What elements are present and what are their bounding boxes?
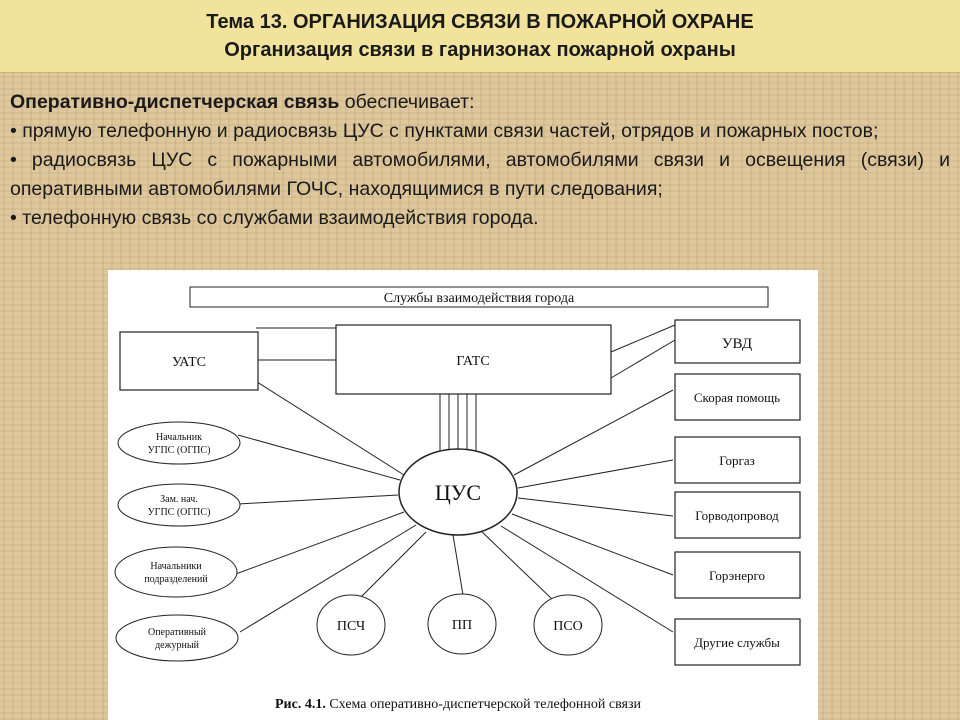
spoke-ellipse-3	[232, 511, 405, 576]
slide-body: Оперативно-диспетчерская связь обеспечив…	[10, 88, 950, 233]
ellipse-duty-officer-line1: Оперативный	[148, 627, 207, 638]
circle-psch	[316, 594, 386, 656]
spoke-water	[517, 497, 674, 517]
slide-title: Тема 13. ОРГАНИЗАЦИЯ СВЯЗИ В ПОЖАРНОЙ ОХ…	[206, 11, 754, 33]
bottom-nodes: ПСЧ ПП ПСО	[316, 593, 603, 656]
box-water-label: Горводопровод	[695, 508, 779, 523]
spoke-energy	[511, 513, 674, 576]
ellipse-duty-officer	[115, 614, 239, 662]
caption-bold: Рис. 4.1.	[275, 697, 326, 712]
diagram-caption: Рис. 4.1. Схема оперативно-диспетчерской…	[275, 697, 642, 712]
circle-pp-label: ПП	[452, 618, 472, 633]
slide-header: Тема 13. ОРГАНИЗАЦИЯ СВЯЗИ В ПОЖАРНОЙ ОХ…	[0, 0, 960, 73]
uats-box	[119, 331, 259, 391]
box-energy	[674, 551, 801, 599]
box-water	[674, 491, 801, 539]
left-nodes: Начальник УГПС (ОГПС) Зам. нач. УГПС (ОГ…	[114, 421, 241, 662]
caption-rest: Схема оперативно-диспетчерской телефонно…	[326, 697, 642, 712]
circle-pso-label: ПСО	[553, 619, 583, 634]
box-other-label: Другие службы	[694, 635, 780, 650]
circle-psch-label: ПСЧ	[337, 619, 365, 634]
connector-lines	[232, 324, 676, 633]
top-bar-box	[189, 286, 769, 308]
box-ambulance	[674, 373, 801, 421]
circle-pp	[427, 593, 497, 655]
ellipse-unit-heads	[114, 546, 238, 598]
ellipse-unit-heads-line1: Начальники	[150, 561, 202, 572]
ellipse-chief	[117, 421, 241, 465]
line-gats-uvd	[610, 324, 676, 353]
spoke-ellipse-4	[239, 524, 417, 633]
cus-label: ЦУС	[435, 480, 481, 505]
top-bar-label: Службы взаимодействия города	[384, 291, 575, 306]
box-energy-label: Горэнерго	[709, 568, 765, 583]
ellipse-chief-line1: Начальник	[156, 432, 202, 443]
spoke-ellipse-1	[237, 434, 401, 481]
ellipse-unit-heads-line2: подразделений	[144, 574, 208, 585]
spoke-pp	[452, 534, 464, 596]
box-uvd	[674, 319, 801, 364]
spoke-gas	[517, 459, 674, 489]
slide-subtitle: Организация связи в гарнизонах пожарной …	[224, 39, 736, 61]
intro-lead-rest: обеспечивает:	[339, 91, 475, 113]
intro-lead-bold: Оперативно-диспетчерская связь	[10, 91, 340, 113]
spoke-ellipse-2	[237, 494, 399, 505]
ellipse-chief-line2: УГПС (ОГПС)	[148, 445, 211, 456]
line-gats-right	[610, 339, 676, 379]
communication-diagram: Службы взаимодействия города УАТС ГАТС Ц…	[108, 270, 818, 720]
box-gorgaz-label: Горгаз	[719, 453, 755, 468]
ellipse-deputy	[117, 483, 241, 527]
circle-pso	[533, 594, 603, 656]
spoke-other	[500, 525, 674, 633]
spoke-uats	[245, 374, 405, 476]
ellipse-deputy-line1: Зам. нач.	[160, 494, 198, 505]
ellipse-deputy-line2: УГПС (ОГПС)	[148, 507, 211, 518]
bullet-2: • радиосвязь ЦУС с пожарными автомобилям…	[10, 149, 950, 200]
diagram-svg: Службы взаимодействия города УАТС ГАТС Ц…	[114, 286, 801, 712]
spoke-pso	[479, 529, 554, 601]
box-uvd-label: УВД	[722, 336, 752, 352]
bullet-3: • телефонную связь со службами взаимодей…	[10, 207, 539, 229]
gats-label: ГАТС	[456, 354, 489, 369]
box-ambulance-label: Скорая помощь	[694, 390, 780, 405]
bullet-1: • прямую телефонную и радиосвязь ЦУС с п…	[10, 120, 879, 142]
box-other	[674, 618, 801, 666]
gats-box	[335, 324, 612, 395]
uats-label: УАТС	[172, 355, 206, 370]
cus-node	[398, 448, 518, 536]
box-gorgaz	[674, 436, 801, 484]
spoke-psch	[357, 531, 427, 601]
spoke-ambulance	[513, 389, 674, 476]
ellipse-duty-officer-line2: дежурный	[155, 640, 200, 651]
right-nodes: УВД Скорая помощь Горгаз Горводопровод Г…	[674, 319, 801, 666]
intro-lead: Оперативно-диспетчерская связь обеспечив…	[10, 88, 950, 117]
